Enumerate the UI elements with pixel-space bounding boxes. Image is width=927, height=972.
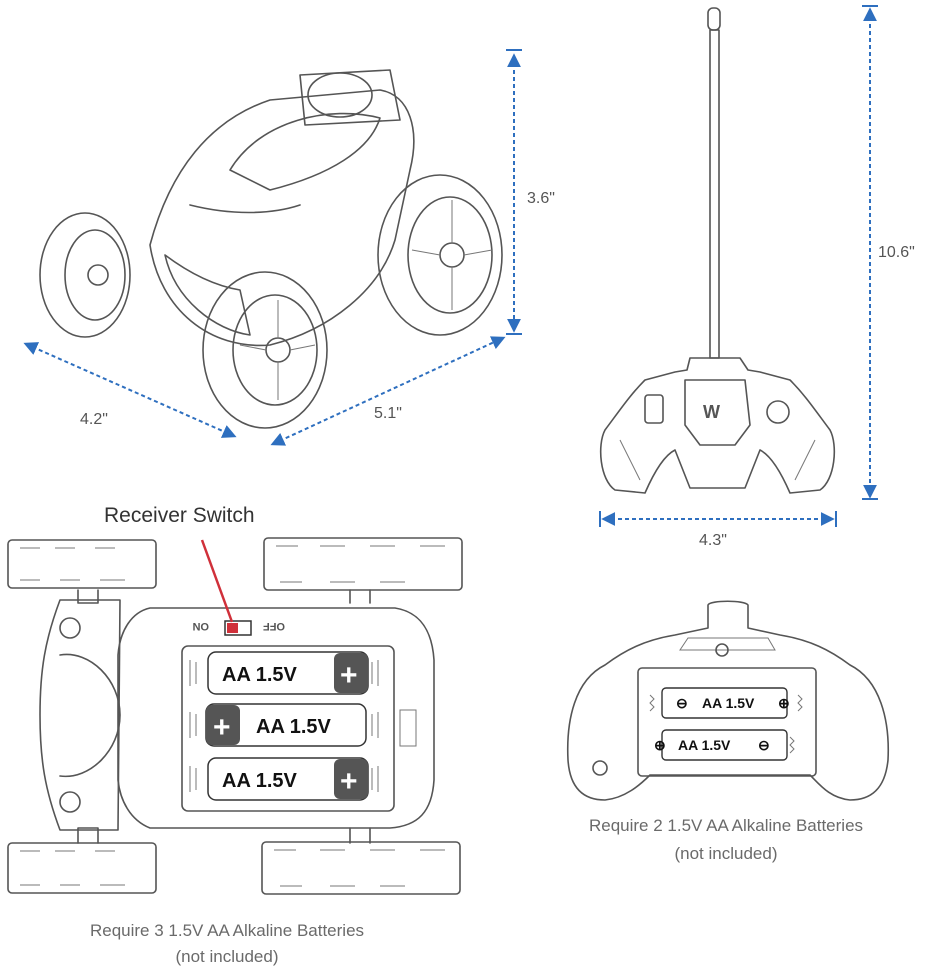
car-battery-2-label: AA 1.5V <box>256 716 332 738</box>
remote-battery-1-label: AA 1.5V <box>702 695 755 711</box>
car-illustration <box>39 69 503 429</box>
remote-battery-1-pos: ⊕ <box>778 695 790 711</box>
remote-battery-2-pos: ⊕ <box>654 737 666 753</box>
remote-battery-2-neg: ⊖ <box>758 737 770 753</box>
remote-height-dimension: 10.6" <box>862 5 915 500</box>
car-battery-caption: Require 3 1.5V AA Alkaline Batteries <box>90 921 364 940</box>
remote-battery-2: ⊕ AA 1.5V ⊖ <box>654 729 795 761</box>
remote-battery-caption: Require 2 1.5V AA Alkaline Batteries <box>589 816 863 835</box>
car-wheel-front <box>202 271 328 429</box>
switch-on-label: ON <box>192 620 209 632</box>
remote-back-illustration: ⊖ AA 1.5V ⊕ ⊕ AA 1.5V ⊖ <box>566 600 890 801</box>
car-battery-1-sign: + <box>340 659 358 692</box>
receiver-switch[interactable] <box>224 620 252 636</box>
car-tire-top-left <box>7 539 157 589</box>
car-width-label: 4.2" <box>80 411 108 428</box>
car-height-label: 3.6" <box>527 190 555 207</box>
car-battery-caption-note: (not included) <box>175 947 278 966</box>
car-battery-2-sign: + <box>213 711 231 744</box>
car-bottom-illustration: ON OFF Receiver Switch AA 1.5V + AA 1.5V… <box>7 504 463 895</box>
car-battery-3: AA 1.5V + <box>189 757 379 801</box>
car-length-dimension: 5.1" <box>270 336 506 446</box>
remote-battery-1-neg: ⊖ <box>676 695 688 711</box>
remote-width-label: 4.3" <box>699 532 727 549</box>
car-height-dimension: 3.6" <box>506 49 555 335</box>
car-battery-3-sign: + <box>340 765 358 798</box>
remote-width-dimension: 4.3" <box>599 511 837 549</box>
receiver-switch-label: Receiver Switch <box>104 504 255 527</box>
remote-illustration: W <box>599 7 836 494</box>
car-tire-top-right <box>263 537 463 591</box>
car-length-label: 5.1" <box>374 405 402 422</box>
car-width-dimension: 4.2" <box>23 342 237 438</box>
car-battery-2: AA 1.5V + <box>189 703 379 747</box>
switch-off-label: OFF <box>263 620 285 632</box>
car-wheel-left <box>39 212 131 338</box>
car-battery-1-label: AA 1.5V <box>222 664 298 686</box>
car-tire-bottom-left <box>7 842 157 894</box>
remote-battery-caption-note: (not included) <box>674 844 777 863</box>
remote-battery-1: ⊖ AA 1.5V ⊕ <box>649 687 803 719</box>
remote-battery-2-label: AA 1.5V <box>678 737 731 753</box>
car-tire-bottom-right <box>261 841 461 895</box>
remote-height-label: 10.6" <box>878 244 915 261</box>
remote-logo: W <box>703 402 720 422</box>
car-battery-1: AA 1.5V + <box>189 651 379 695</box>
car-wheel-right <box>377 174 503 336</box>
car-battery-3-label: AA 1.5V <box>222 770 298 792</box>
switch-pointer <box>200 539 234 623</box>
